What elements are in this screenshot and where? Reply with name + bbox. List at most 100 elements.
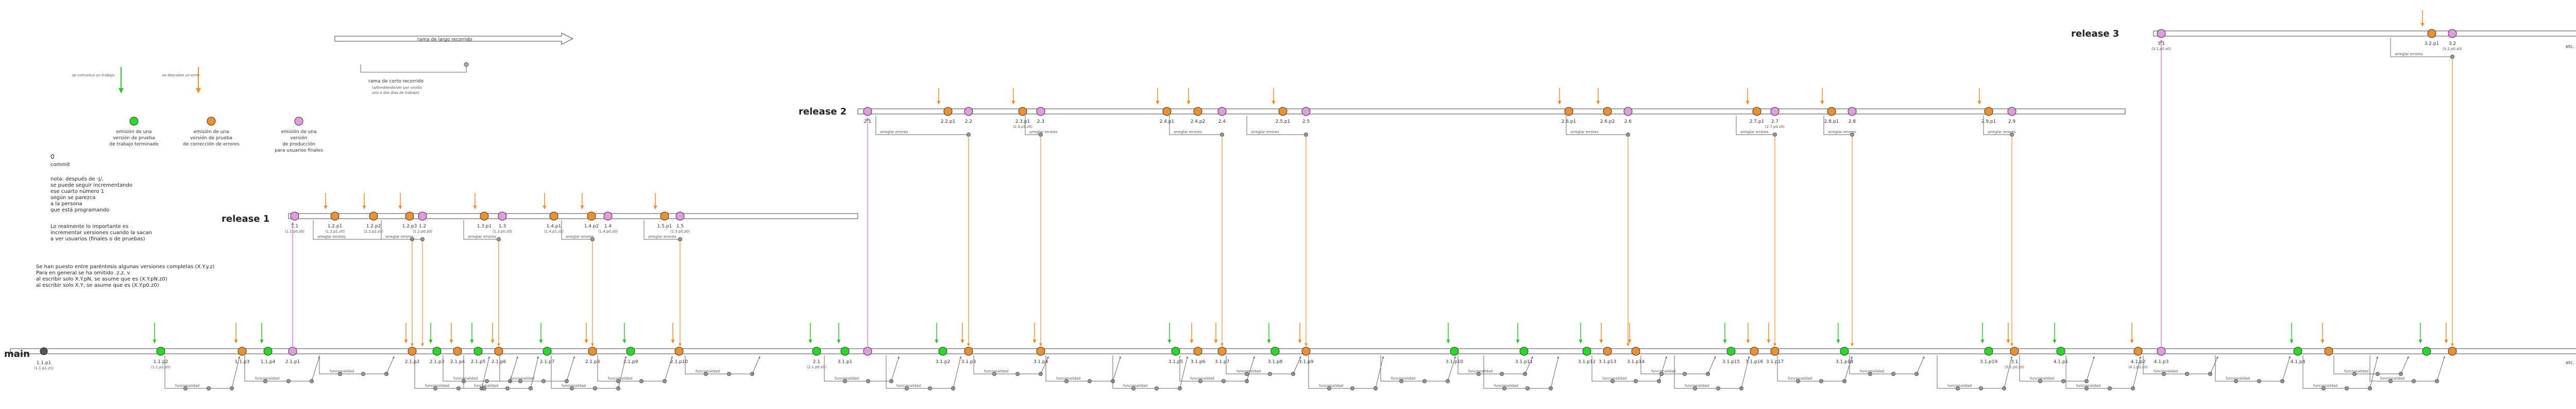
short-branch-commit-node bbox=[727, 372, 731, 376]
version-sublabel: (1.4.p0.z0) bbox=[598, 230, 618, 234]
merge-arrow-icon bbox=[2210, 356, 2218, 374]
main-pruebas-version-node bbox=[588, 347, 597, 356]
short-branch-commit-node bbox=[1683, 372, 1687, 376]
short-branch-commit-node bbox=[2061, 379, 2065, 383]
merge-arrow-icon bbox=[2132, 356, 2142, 389]
release2-pruebas-version-node bbox=[1984, 107, 1993, 116]
main-trabajo-version-node bbox=[263, 347, 273, 356]
merge-arrow-icon bbox=[1707, 356, 1716, 374]
main-etc-label: etc. etc. bbox=[2566, 361, 2576, 366]
short-branch-commit-node bbox=[1350, 386, 1354, 390]
short-branch-commit-node bbox=[1422, 379, 1427, 383]
short-branch-commit-node bbox=[1155, 386, 1159, 390]
version-label: 2.6.p2 bbox=[1600, 119, 1615, 124]
release1-produccion-version-node bbox=[418, 211, 427, 221]
note-p4-line-2: Para en general se ha omitido .z.z. v bbox=[36, 270, 130, 276]
fix-commit-node bbox=[590, 237, 595, 241]
release3-pruebas-version-node bbox=[2427, 29, 2436, 38]
main-pruebas-version-node bbox=[2133, 347, 2143, 356]
version-label: 1.3.p1 bbox=[477, 224, 492, 229]
legend-short-branch-line-3: uno o dos días de trabajo) bbox=[372, 91, 419, 95]
release2-pruebas-version-node bbox=[1162, 107, 1172, 116]
legend-orange-line-3: de corrección de errores bbox=[183, 141, 240, 147]
version-label: 1.5.p1 bbox=[657, 224, 672, 229]
legend-long-branch-label: rama de largo recorrido bbox=[417, 37, 472, 42]
version-label: 1.1.p2 bbox=[154, 359, 168, 365]
version-label: 2.2.p1 bbox=[941, 119, 956, 124]
merge-arrow-icon bbox=[664, 356, 673, 382]
short-branch-commit-node bbox=[1477, 372, 1481, 376]
short-branch-label: funcionalidad bbox=[1494, 384, 1518, 388]
note-p4-line-4: al escribir solo X.Y, se asume que es (X… bbox=[36, 283, 159, 288]
version-label: 3.1.p10 bbox=[1446, 359, 1464, 365]
short-branch-commit-node bbox=[1222, 379, 1226, 383]
diagram-dynamic-layer: 1.1.p1(1.1.p1.z1)1.1.p2(1.1.p2.z0)1.1.p3… bbox=[34, 10, 2462, 390]
release2-produccion-version-node bbox=[1770, 107, 1780, 116]
short-branch-commit-node bbox=[1634, 379, 1638, 383]
release2-pruebas-version-node bbox=[1278, 107, 1287, 116]
version-label: 2.3 bbox=[1037, 119, 1044, 124]
short-branch-commit-node bbox=[1015, 372, 1020, 376]
version-label: 2.5 bbox=[1302, 119, 1310, 124]
release-1-branch bbox=[288, 213, 858, 219]
release2-pruebas-version-node bbox=[1752, 107, 1761, 116]
short-branch-commit-node bbox=[570, 386, 574, 390]
main-trabajo-version-node bbox=[543, 347, 552, 356]
fix-branch-line bbox=[381, 220, 422, 240]
short-branch-label: funcionalidad bbox=[984, 369, 1008, 373]
main-trabajo-version-node bbox=[2422, 347, 2431, 356]
fix-branch-line bbox=[875, 116, 969, 135]
fix-branch-line bbox=[1169, 116, 1222, 135]
short-branch-label: funcionalidad bbox=[474, 384, 498, 388]
fix-branch-line bbox=[1736, 116, 1775, 135]
version-label: 3.1.p14 bbox=[1627, 359, 1645, 365]
version-label: 3.1.p4 bbox=[1033, 359, 1048, 365]
version-label: 2.2 bbox=[965, 119, 972, 124]
version-label: 2.9.p1 bbox=[1981, 119, 1996, 124]
short-branch-label: funcionalidad bbox=[1685, 384, 1709, 388]
short-branch-commit-node bbox=[2388, 379, 2393, 383]
short-branch-commit-node bbox=[2345, 386, 2349, 390]
merge-arrow-icon bbox=[1293, 356, 1301, 374]
main-trabajo-version-node bbox=[2056, 347, 2065, 356]
fix-branch-label: arreglar errores bbox=[1029, 130, 1058, 134]
version-label: 2.6.p1 bbox=[1562, 119, 1577, 124]
short-branch-commit-node bbox=[905, 386, 909, 390]
main-branch bbox=[10, 348, 2576, 354]
short-branch-commit-node bbox=[928, 386, 932, 390]
short-branch-commit-node bbox=[1796, 379, 1800, 383]
short-branch-commit-node bbox=[1245, 372, 1249, 376]
short-branch-commit-node bbox=[1198, 379, 1202, 383]
fix-commit-node bbox=[1626, 133, 1630, 137]
short-branch-label: funcionalidad bbox=[175, 384, 199, 388]
main-produccion-version-node bbox=[288, 347, 297, 356]
merge-arrow-icon bbox=[1741, 356, 1750, 389]
main-pruebas-version-node bbox=[674, 347, 684, 356]
short-branch-label: funcionalidad bbox=[1190, 377, 1214, 381]
fix-branch-label: arreglar errores bbox=[1828, 130, 1856, 134]
fix-branch-line bbox=[1823, 116, 1852, 135]
note-p3-line-1: Lo realmente lo importante es bbox=[50, 224, 128, 230]
version-label: 3.1.p5 bbox=[1168, 359, 1183, 365]
merge-arrow-icon bbox=[891, 356, 900, 382]
main-trabajo-version-node bbox=[156, 347, 165, 356]
short-branch-commit-node bbox=[2376, 372, 2380, 376]
version-label: 2.4.p2 bbox=[1191, 119, 1206, 124]
merge-arrow-icon bbox=[481, 356, 490, 389]
short-branch-label: funcionalidad bbox=[896, 384, 921, 388]
short-branch-commit-node bbox=[1891, 372, 1895, 376]
main-pruebas-version-node bbox=[1770, 347, 1780, 356]
fix-branch-label: arreglar errores bbox=[1988, 130, 2016, 134]
version-label: 1.5 bbox=[676, 224, 684, 229]
note-p2-line-2: se puede seguir incrementando bbox=[50, 183, 132, 188]
release1-pruebas-version-node bbox=[369, 211, 378, 221]
short-branch-commit-node bbox=[1500, 372, 1504, 376]
version-label: 3.1.p6 bbox=[1191, 359, 1206, 365]
fix-branch-label: arreglar errores bbox=[2395, 52, 2423, 56]
version-label: 4.1.p1 bbox=[2054, 359, 2069, 365]
fix-branch-line bbox=[643, 220, 680, 240]
short-branch-commit-node bbox=[1868, 372, 1872, 376]
version-label: 1.1.p3 bbox=[235, 359, 250, 365]
version-label: 2.1.p2 bbox=[405, 359, 420, 365]
fix-commit-node bbox=[967, 133, 971, 137]
